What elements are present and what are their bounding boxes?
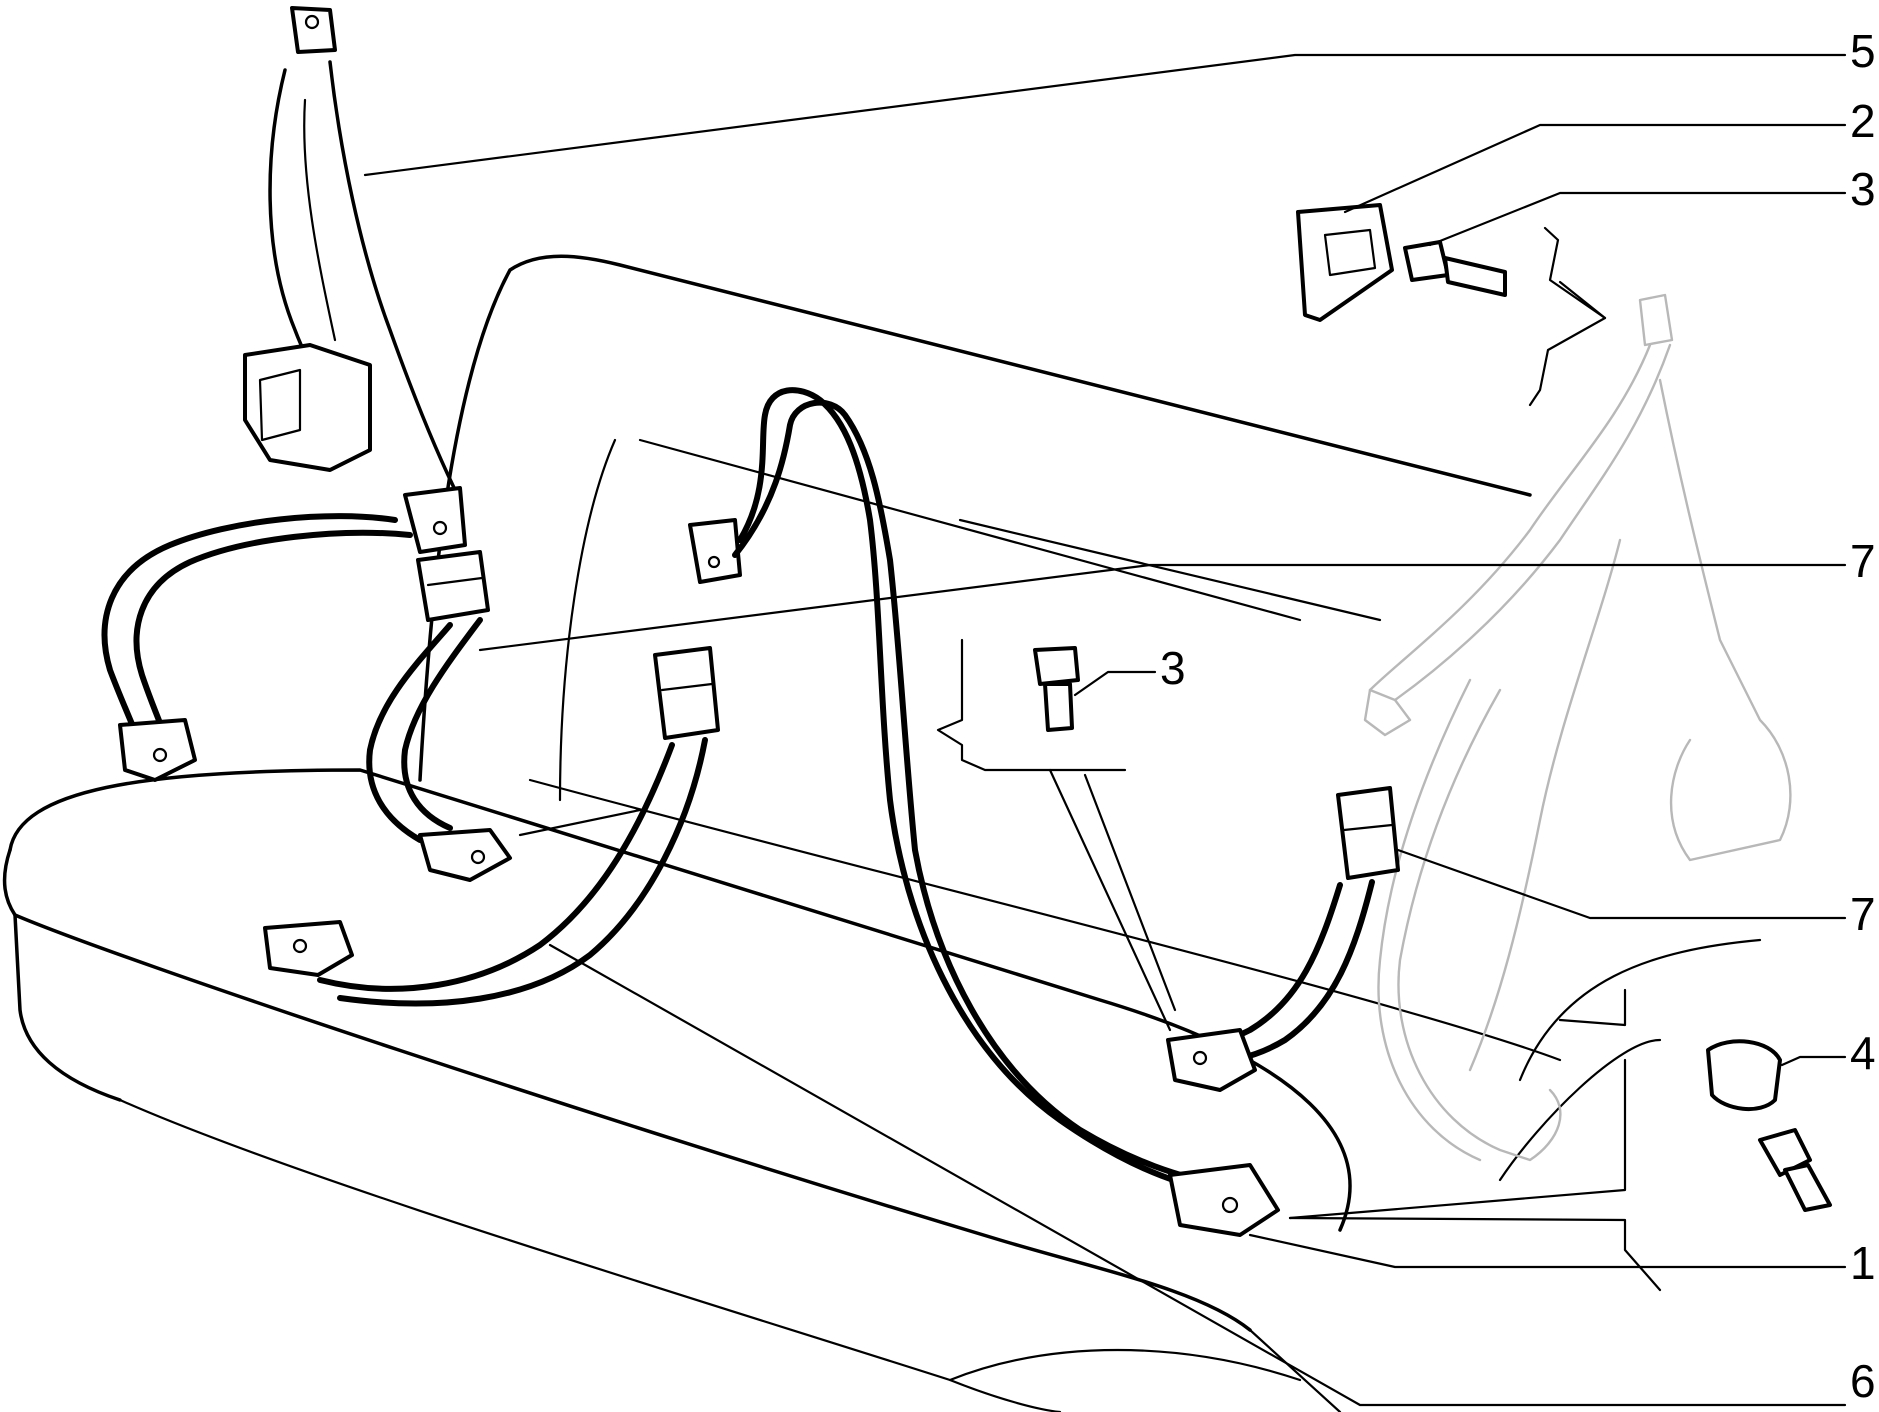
leader-lines — [363, 53, 1847, 1407]
leader-7-top — [478, 563, 1847, 652]
callout-7-top: 7 — [1850, 535, 1876, 587]
callout-6: 6 — [1850, 1355, 1876, 1407]
callout-5: 5 — [1850, 25, 1876, 77]
leader-1 — [1248, 1233, 1847, 1269]
right-buckle-strap — [1166, 786, 1400, 1092]
leader-5 — [363, 53, 1847, 177]
leader-2 — [1343, 123, 1847, 214]
centre-buckle-strap — [263, 646, 720, 1007]
callout-7-bottom: 7 — [1850, 888, 1876, 940]
leader-3-top — [1428, 191, 1847, 247]
callout-3-top: 3 — [1850, 163, 1876, 215]
leader-3-mid — [1073, 670, 1157, 697]
leader-6 — [548, 943, 1847, 1407]
ghost-retractor-belt — [1363, 293, 1792, 1162]
hardware-parts — [1033, 203, 1832, 1212]
leader-7-bottom — [1396, 848, 1847, 920]
callout-1: 1 — [1850, 1237, 1876, 1289]
leader-4 — [1780, 1055, 1847, 1067]
left-retractor-belt — [101, 6, 467, 782]
centre-lap-belt — [688, 387, 1280, 1237]
callout-labels: 5 2 3 7 3 7 4 1 6 — [1160, 25, 1876, 1407]
callout-2: 2 — [1850, 95, 1876, 147]
callout-3-middle: 3 — [1160, 642, 1186, 694]
group-brackets — [936, 226, 1662, 1292]
left-buckle-strap — [366, 550, 512, 882]
callout-4: 4 — [1850, 1027, 1876, 1079]
